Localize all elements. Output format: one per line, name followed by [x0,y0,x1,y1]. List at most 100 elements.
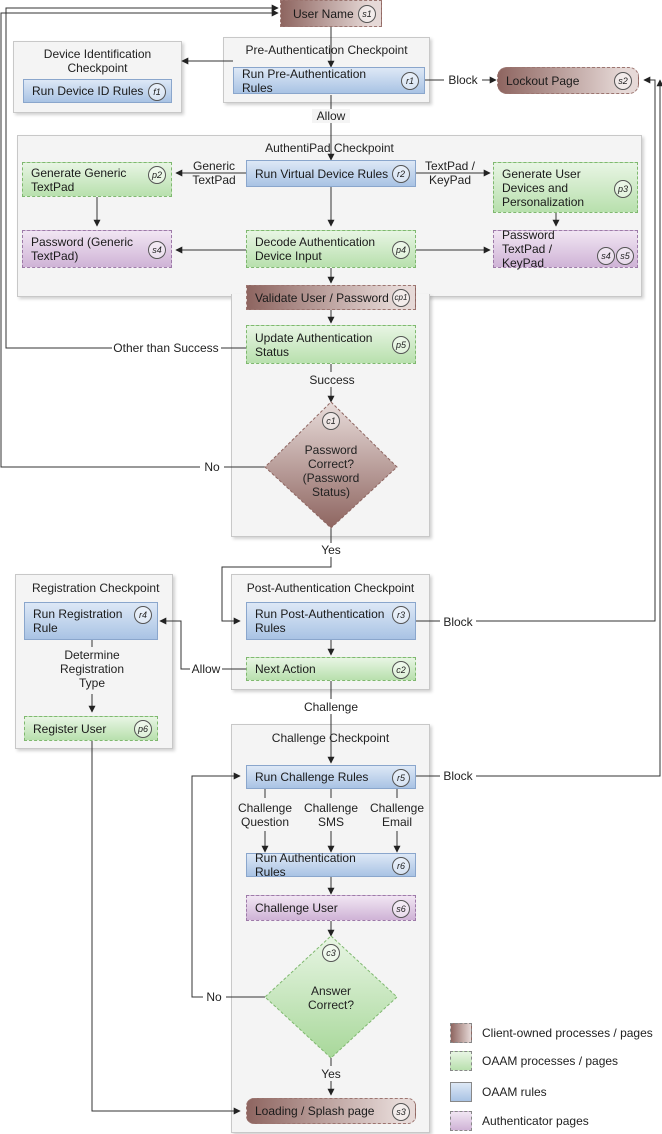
node-label: Next Action [255,662,316,676]
node-tag: r6 [392,857,410,875]
legend-label: OAAM rules [482,1085,547,1099]
node-tag: r5 [392,769,410,787]
edge-label-textpad-keypad: TextPad / KeyPad [424,159,476,187]
node-tag: s5 [616,247,634,265]
node-label: Run Device ID Rules [32,84,144,98]
challenge-user-node: Challenge User s6 [246,895,416,921]
node-label: Update Authentication Status [255,330,373,359]
challenge-rules-node: Run Challenge Rules r5 [246,765,416,789]
legend-label: Client-owned processes / pages [482,1026,653,1040]
edge-label-challenge-question: Challenge Question [236,801,294,829]
checkpoint-title: Pre-Authentication Checkpoint [245,43,408,57]
edge-label-block: Block [441,615,475,629]
node-label: Validate User / Password [255,290,389,305]
checkpoint-title: Post-Authentication Checkpoint [246,581,415,595]
node-tag: s6 [392,900,410,918]
node-label: Loading / Splash page [255,1104,375,1118]
checkpoint-title: AuthentiPad Checkpoint [265,141,394,155]
node-tag: c2 [392,661,410,679]
node-label: Run Registration Rule [33,607,123,635]
node-tag: p4 [392,241,410,259]
post-auth-rules-node: Run Post-Authentication Rules r3 [246,602,416,640]
node-tag: p5 [392,336,410,354]
node-tag: s1 [358,5,376,23]
node-tag: p3 [614,180,632,198]
node-label: Password TextPad / KeyPad [502,228,555,270]
checkpoint-title: Device Identification Checkpoint [43,47,152,75]
node-tag: r1 [401,72,419,90]
node-tag: p6 [134,720,152,738]
edge-label-other-than-success: Other than Success [112,341,220,355]
registration-rule-node: Run Registration Rule r4 [24,602,158,640]
edge-label-no: No [201,460,223,474]
password-correct-label: Password Correct? (Password Status) [302,443,360,499]
legend-label: Authenticator pages [482,1114,589,1128]
password-correct-diamond [264,401,398,529]
node-label: Generate Generic TextPad [31,165,127,194]
user-devices-node: Generate User Devices and Personalizatio… [493,162,638,213]
user-name-page: User Name s1 [280,0,382,27]
node-label: Register User [33,721,107,736]
node-label: User Name [293,6,354,21]
node-label: Lockout Page [506,73,580,88]
edge-label-allow: Allow [190,662,222,676]
password-textpad-node: Password TextPad / KeyPad s4 s5 [493,228,638,270]
loading-splash-page: Loading / Splash page s3 [246,1098,416,1124]
node-tag: s4 [148,241,166,259]
edge-label-challenge: Challenge [298,700,364,714]
pre-auth-rules-node: Run Pre-Authentication Rules r1 [233,66,425,95]
node-tag: s4 [597,247,615,265]
legend-swatch-client [450,1023,472,1043]
node-tag: f1 [148,83,166,101]
node-tag: cp1 [392,289,410,307]
legend-label: OAAM processes / pages [482,1054,619,1068]
register-user-node: Register User p6 [24,716,158,741]
edge-label-determine-registration-type: Determine Registration Type [52,648,132,690]
node-label: Run Pre-Authentication Rules [242,66,367,95]
auth-rules-node: Run Authentication Rules r6 [246,851,416,879]
node-tag: c1 [322,412,340,430]
edge-label-success: Success [306,373,358,387]
lockout-page: Lockout Page s2 [497,67,639,94]
edge-label-yes: Yes [316,543,346,557]
node-label: Run Authentication Rules [255,851,356,879]
update-status-node: Update Authentication Status p5 [246,325,416,364]
node-label: Password (Generic TextPad) [31,235,134,263]
node-label: Generate User Devices and Personalizatio… [502,166,585,209]
edge-label-block: Block [441,769,475,783]
decode-input-node: Decode Authentication Device Input p4 [246,230,416,268]
answer-correct-diamond [264,935,398,1059]
node-tag: p2 [148,166,166,184]
password-generic-node: Password (Generic TextPad) s4 [22,230,172,268]
generic-textpad-node: Generate Generic TextPad p2 [22,162,172,197]
edge-label-allow: Allow [312,109,350,123]
edge-label-generic-textpad: Generic TextPad [192,159,236,187]
node-tag: r3 [392,606,410,624]
edge-label-no: No [203,990,225,1004]
node-label: Challenge User [255,901,338,915]
node-tag: s2 [614,72,632,90]
checkpoint-title: Challenge Checkpoint [271,731,390,745]
node-label: Decode Authentication Device Input [255,235,376,263]
device-id-rules-node: Run Device ID Rules f1 [23,79,172,103]
checkpoint-title: Registration Checkpoint [32,581,160,595]
legend-swatch-auth [450,1111,472,1131]
node-tag: r2 [392,165,410,183]
virtual-device-rules-node: Run Virtual Device Rules r2 [246,160,416,187]
next-action-node: Next Action c2 [246,657,416,681]
edge-label-block: Block [446,73,480,87]
node-label: Run Challenge Rules [255,770,369,784]
answer-correct-label: Answer Correct? [307,984,354,1012]
node-tag: c3 [322,944,340,962]
edge-label-challenge-email: Challenge Email [368,801,426,829]
edge-label-yes: Yes [316,1067,346,1081]
edge-label-challenge-sms: Challenge SMS [302,801,360,829]
node-label: Run Virtual Device Rules [255,166,389,181]
legend-swatch-rules [450,1082,472,1102]
node-tag: s3 [392,1103,410,1121]
validate-user-node: Validate User / Password cp1 [246,285,416,310]
node-label: Run Post-Authentication Rules [255,607,385,635]
legend-swatch-oaam [450,1051,472,1071]
node-tag: r4 [134,606,152,624]
